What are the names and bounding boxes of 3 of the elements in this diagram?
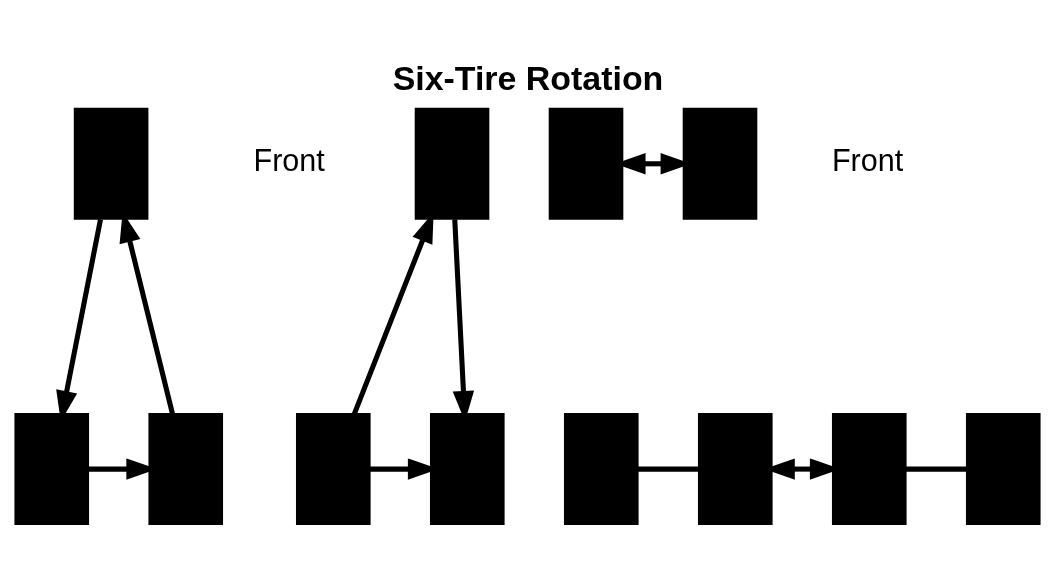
diagram-title: Six-Tire Rotation — [392, 58, 664, 97]
label: Front — [253, 142, 325, 177]
label: Front — [831, 142, 904, 177]
